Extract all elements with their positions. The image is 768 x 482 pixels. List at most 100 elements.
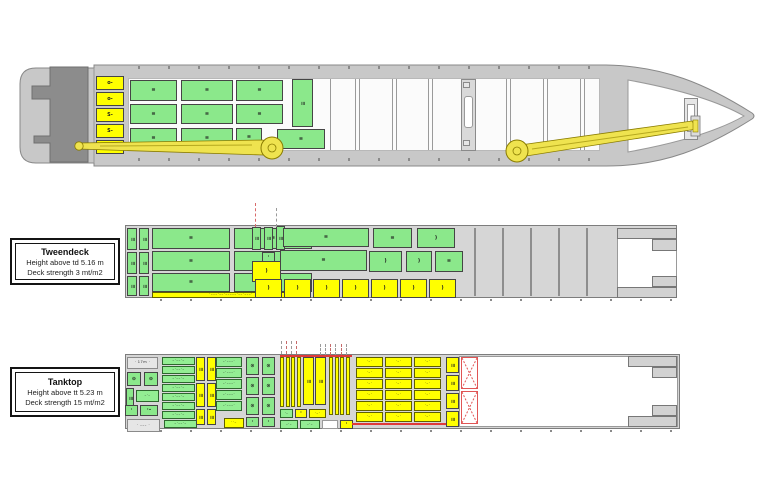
cargo-strip-green: –·–––· (216, 357, 242, 367)
cargo-box-yellow: ≡ (446, 411, 459, 427)
hatch-seam (586, 228, 588, 296)
frame-tick-mark (330, 344, 331, 355)
cargo-box-green: ⊙ (144, 372, 158, 386)
cargo-box-green: ≡ (283, 228, 369, 247)
cargo-box-yellow: ) (342, 279, 369, 298)
hatch-seam (396, 79, 398, 150)
cargo-box-yellow: S- (96, 108, 124, 122)
restricted-area-marker (461, 357, 478, 389)
cargo-box-yellow: ≡ (303, 357, 314, 405)
cargo-strip-green: –·– (300, 420, 320, 429)
tick-marks (132, 429, 680, 432)
tweendeck-title: Tweendeck (41, 246, 89, 257)
cargo-strip-green: –·–––· (216, 368, 242, 378)
cargo-box-green: ⊙ (246, 397, 259, 415)
cargo-strip-green: –·– (280, 420, 298, 429)
cargo-box-yellow: ) (429, 279, 456, 298)
hatch-seam (359, 79, 361, 150)
hatch-seam (580, 79, 582, 150)
cargo-box-yellow: · (340, 420, 353, 429)
frame-tick-mark (281, 341, 282, 354)
bow-structure (628, 356, 677, 367)
cargo-strip-yellow: ··– (224, 418, 244, 428)
tweendeck-strength: Deck strength 3 mt/m2 (27, 267, 103, 277)
cargo-box-green: ≡ (435, 251, 463, 272)
hatch-seam (547, 79, 549, 150)
cargo-strip-yellow: ·–· (385, 412, 412, 422)
hatch-seam (558, 228, 560, 296)
cargo-strip-yellow: ·–· (356, 401, 383, 411)
cargo-box-green: ≡ (127, 228, 137, 250)
cargo-box-yellow: · (295, 409, 307, 418)
cargo-box-yellow: ) (400, 279, 427, 298)
tanktop-strength: Deck strength 15 mt/m2 (25, 398, 105, 407)
cargo-box-green: ≡ (152, 273, 230, 292)
cargo-box-green: · (262, 417, 275, 427)
cargo-box-yellow: ) (252, 261, 281, 282)
hatch-seam (584, 79, 586, 150)
cargo-box-green: ⊙ (127, 372, 141, 386)
cargo-box-yellow: ≡ (207, 409, 216, 425)
cargo-strip-green: –·––·– (162, 375, 195, 383)
cargo-box-yellow: ≡ (196, 409, 205, 425)
cargo-box-green: ⊙ (262, 377, 275, 395)
cargo-box-green: ≡ (373, 228, 412, 248)
cargo-box-green: ⊙ (262, 357, 275, 375)
cargo-strip-yellow: ·–· (414, 368, 441, 378)
cargo-strip-green: –·––·– (162, 384, 195, 392)
deck-structure: · 17m · (127, 357, 158, 369)
cargo-box-green: ≡ (152, 251, 230, 271)
tick-marks (110, 158, 602, 161)
cargo-strip-yellow: ·–· (385, 357, 412, 367)
cargo-box-yellow: ≡ (207, 383, 216, 407)
tanktop-label-box: Tanktop Height above tt 5.23 m Deck stre… (10, 367, 120, 417)
hatch-seam (355, 79, 357, 150)
bow-structure (617, 228, 677, 239)
hatch-seam (432, 79, 434, 150)
cargo-strip-yellow: ·–· (414, 390, 441, 400)
cargo-box-green: ≡ (280, 250, 367, 271)
cargo-box-yellow: ≡ (446, 393, 459, 409)
cargo-strip-yellow (334, 357, 339, 415)
red-boundary-line (352, 423, 458, 425)
cargo-box-green: ≡ (130, 104, 177, 124)
restricted-area-marker (461, 391, 478, 424)
cargo-strip-green: –·– (136, 390, 159, 402)
cargo-strip-green: ·– (280, 409, 293, 418)
cargo-box-yellow: ≡ (207, 357, 216, 381)
deck-structure (463, 82, 470, 88)
cargo-box-green: ≡ (236, 80, 283, 101)
cargo-strip-yellow: ·–· (356, 390, 383, 400)
cargo-box-yellow: ) (371, 279, 398, 298)
tick-marks (132, 298, 672, 301)
hatch-seam (330, 79, 332, 150)
hatch-seam (530, 228, 532, 296)
cargo-strip-green: –·––·– (162, 393, 195, 401)
cargo-box-green: ⊙ (246, 377, 259, 395)
cargo-box-yellow: ) (313, 279, 340, 298)
open-area (322, 420, 338, 429)
hatch-seam (502, 228, 504, 296)
cargo-box-yellow: S- (96, 124, 124, 138)
open-area (459, 356, 678, 427)
bow-structure (652, 276, 677, 287)
cargo-box-green: ≡ (139, 276, 149, 296)
cargo-box-green: ) (406, 251, 432, 272)
cargo-box-green: ≡ (292, 79, 313, 127)
cargo-box-yellow: o- (96, 92, 124, 106)
cargo-box-green: ≡ (127, 276, 137, 296)
cargo-box-yellow: ≡ (196, 357, 205, 381)
hatch-seam (510, 79, 512, 150)
frame-tick-mark (286, 341, 287, 354)
cargo-box-green: ·– (140, 405, 158, 416)
cargo-box-green: ⊙ (262, 397, 275, 415)
cargo-box-green: ) (369, 251, 402, 272)
bow-structure (652, 239, 677, 251)
cargo-box-green: ≡ (264, 227, 273, 250)
cargo-strip-yellow: ·–· (385, 379, 412, 389)
cargo-strip-green: –·–––· (216, 390, 242, 400)
cargo-box-green: ≡ (236, 104, 283, 124)
cargo-strip-yellow: ·–· (414, 379, 441, 389)
cargo-strip-green: –·–––· (216, 401, 242, 411)
